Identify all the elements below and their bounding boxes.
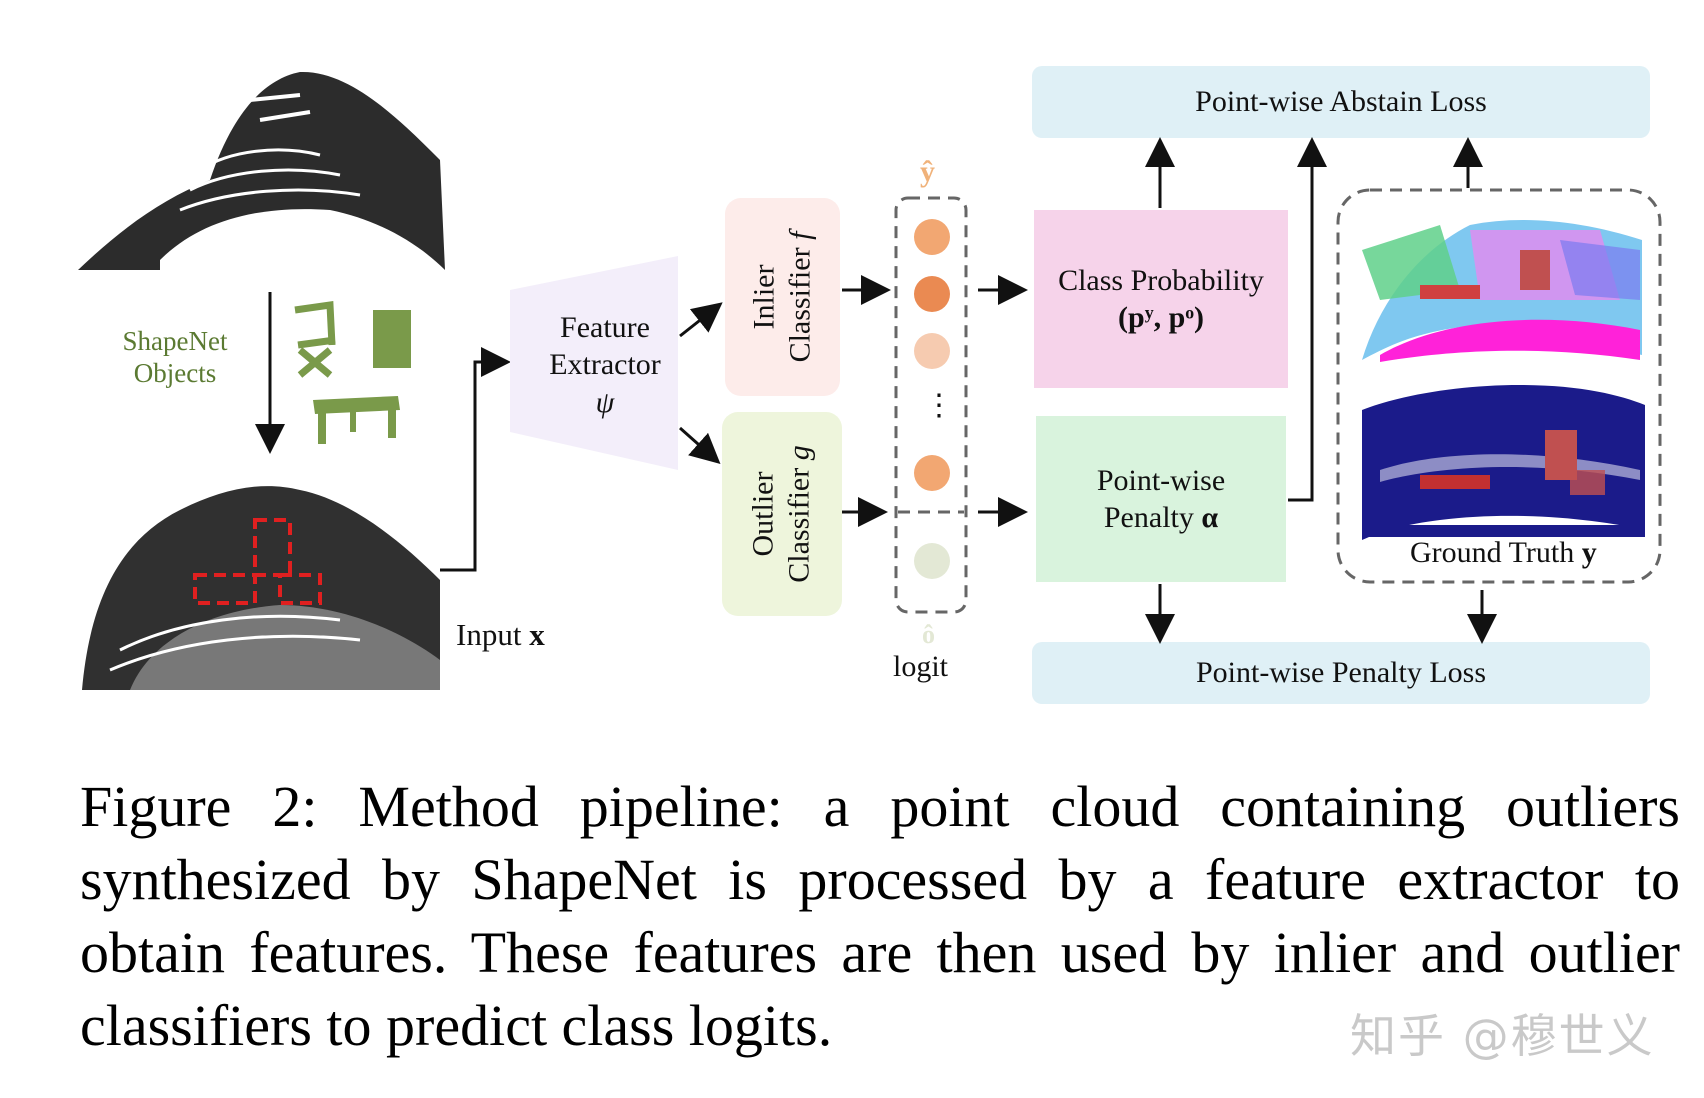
logit-circle bbox=[914, 455, 950, 491]
shapenet-label-line2: Objects bbox=[133, 358, 217, 388]
penalty-line1: Point-wise bbox=[1096, 463, 1226, 497]
ellipsis: ⋮ bbox=[924, 389, 954, 422]
semantic-label-cloud bbox=[1362, 220, 1642, 362]
shapenet-cabinet-icon bbox=[373, 310, 411, 368]
o-hat-label: ô bbox=[922, 620, 935, 649]
outlier-line1: Outlier bbox=[747, 471, 781, 557]
feature-extractor-line2: Extractor bbox=[549, 348, 661, 382]
penalty-loss-label: Point-wise Penalty Loss bbox=[1196, 656, 1486, 690]
feature-extractor-label: Feature Extractor ψ bbox=[530, 300, 680, 430]
ground-truth-cloud bbox=[1362, 385, 1645, 540]
inlier-line2: Classifier bbox=[783, 247, 817, 363]
abstain-loss-box bbox=[1032, 66, 1650, 138]
alpha-symbol: α bbox=[1201, 501, 1219, 534]
logit-circle bbox=[914, 276, 950, 312]
feature-extractor-shape bbox=[510, 256, 678, 470]
shapenet-objects-label: ShapeNet Objects bbox=[110, 325, 240, 389]
y-hat-label: ŷ bbox=[920, 155, 935, 188]
shapenet-label-line1: ShapeNet bbox=[122, 326, 228, 356]
ground-truth-symbol: y bbox=[1581, 536, 1597, 569]
extractor-to-outlier-arrow bbox=[679, 426, 721, 464]
outlier-symbol: g bbox=[783, 445, 817, 461]
inlier-classifier-box bbox=[725, 198, 840, 396]
penalty-box bbox=[1036, 416, 1286, 582]
class-probability-box bbox=[1034, 210, 1288, 388]
outlier-classifier-box bbox=[722, 412, 842, 616]
class-probability-line1: Class Probability bbox=[1058, 263, 1264, 297]
penalty-loss-box bbox=[1032, 642, 1650, 704]
input-label-text: Input bbox=[456, 617, 522, 652]
class-probability-formula: (pʸ, pᵒ) bbox=[1118, 301, 1204, 334]
penalty-label: Point-wise Penalty α bbox=[1036, 416, 1286, 582]
logit-circle bbox=[914, 219, 950, 255]
inlier-symbol: f bbox=[783, 231, 817, 240]
logit-label: logit bbox=[893, 650, 949, 683]
inlier-classifier-label: Inlier Classifier f bbox=[725, 198, 840, 396]
class-probability-label: Class Probability (pʸ, pᵒ) bbox=[1034, 210, 1288, 388]
outlier-line2: Classifier bbox=[783, 467, 817, 583]
figure-caption: Figure 2: Method pipeline: a point cloud… bbox=[80, 774, 1680, 1058]
top-point-cloud bbox=[78, 71, 445, 270]
penalty-to-abstain-arrow bbox=[1288, 137, 1327, 502]
ground-truth-label: Ground Truth y bbox=[1410, 536, 1597, 570]
input-arrow bbox=[440, 347, 511, 572]
outlier-classifier-label: Outlier Classifier g bbox=[722, 412, 842, 616]
ground-truth-container bbox=[1336, 188, 1662, 584]
watermark: 知乎 @穆世义 bbox=[1350, 1009, 1655, 1063]
penalty-line2: Penalty bbox=[1103, 501, 1194, 534]
psi-symbol: ψ bbox=[595, 385, 615, 419]
extractor-to-inlier-arrow bbox=[679, 302, 723, 338]
logit-circle bbox=[914, 543, 950, 579]
logit-column bbox=[894, 196, 968, 614]
inlier-line1: Inlier bbox=[747, 264, 781, 330]
ground-truth-text: Ground Truth bbox=[1410, 536, 1575, 569]
shapenet-table-icon bbox=[313, 396, 400, 444]
logit-circle bbox=[914, 333, 950, 369]
pipeline-diagram bbox=[78, 66, 1662, 704]
shapenet-chair-icon bbox=[294, 300, 336, 378]
input-x-label: Input x bbox=[456, 617, 545, 653]
abstain-loss-label: Point-wise Abstain Loss bbox=[1195, 85, 1487, 119]
bottom-point-cloud bbox=[82, 486, 440, 690]
input-variable: x bbox=[529, 617, 545, 652]
feature-extractor-line1: Feature bbox=[560, 310, 650, 344]
